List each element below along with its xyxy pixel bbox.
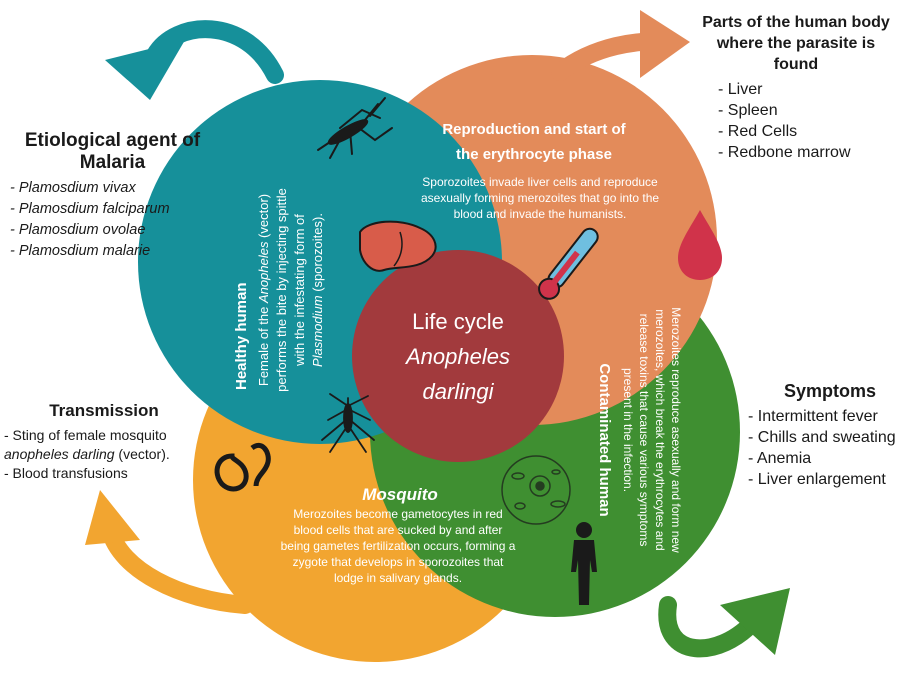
liver-icon [359, 220, 437, 272]
symptoms-title: Symptoms [784, 381, 877, 401]
body-part-item: - Red Cells [718, 123, 798, 140]
center-line3: darlingi [423, 379, 495, 404]
symptom-item: - Anemia [748, 450, 812, 467]
contaminated-title: Contaminated human [596, 363, 613, 516]
symptoms-list: - Intermittent fever - Chills and sweati… [748, 406, 922, 490]
cell-icon [501, 455, 571, 525]
center-circle [352, 250, 564, 462]
reproduction-title-line2: the erythrocyte phase [456, 146, 612, 163]
transmission-item-2: - Blood transfusions [4, 465, 128, 481]
parasite-icon [214, 442, 271, 492]
center-line2: Anopheles [404, 344, 510, 369]
mosquito-title: Mosquito [362, 485, 438, 504]
human-silhouette-icon [571, 522, 597, 605]
center-line1: Life cycle [412, 309, 504, 334]
reproduction-title-line1: Reproduction and start of [442, 121, 626, 138]
etiological-title-line2: Malaria [79, 152, 146, 173]
body-parts-title: Parts of the human body where the parasit… [676, 12, 916, 75]
contaminated-line3: release toxins that cause various sympto… [637, 314, 651, 547]
teal-arrow-icon [105, 20, 284, 100]
healthy-line3: with the infestating form of [292, 214, 307, 367]
body-parts-title-line3: found [773, 56, 819, 73]
mosquito-line2: blood cells that are sucked by and after [294, 523, 503, 537]
symptom-item: - Intermittent fever [748, 408, 878, 425]
etiological-title-line1: Etiological agent of [24, 130, 201, 151]
green-arrow-icon [658, 588, 790, 658]
thermometer-icon [538, 227, 599, 300]
mosquito-line5: lodge in salivary glands. [334, 571, 462, 585]
body-part-item: - Liver [718, 81, 763, 98]
healthy-line4-post: (sporozoites). [310, 213, 325, 295]
healthy-line4: Plasmodium (sporozoites). [310, 213, 325, 367]
healthy-line2: performs the bite by injecting spittle [274, 188, 289, 392]
symptom-item: - Liver enlargement [748, 471, 886, 488]
reproduction-body-line3: blood and invade the humanists. [454, 207, 627, 221]
healthy-line1-em: Anopheles [256, 241, 271, 304]
body-part-item: - Spleen [718, 102, 778, 119]
mosquito-icon [317, 97, 393, 159]
etiological-item: - Plamosdium ovolae [10, 222, 146, 238]
transmission-list: - Sting of female mosquito anopheles darl… [4, 426, 204, 483]
etiological-item: - Plamosdium vivax [10, 180, 136, 196]
transmission-block: Transmission - Sting of female mosquito a… [4, 400, 204, 483]
body-parts-block: Parts of the human body where the parasit… [676, 12, 916, 163]
etiological-item: - Plamosdium falciparum [10, 201, 170, 217]
transmission-item-1: - Sting of female mosquito anopheles darl… [4, 426, 204, 464]
mosquito-line4: zygote that develops in sporozoites that [293, 555, 504, 569]
symptom-item: - Chills and sweating [748, 429, 896, 446]
reproduction-body-line1: Sporozoites invade liver cells and repro… [422, 175, 658, 189]
blood-drop-icon [678, 210, 722, 280]
body-parts-title-line1: Parts of the human body [702, 14, 890, 31]
healthy-line1: Female of the Anopheles (vector) [256, 194, 271, 386]
contaminated-line2: merozoites, which break the erythrocytes… [653, 309, 667, 550]
etiological-list: - Plamosdium vivax - Plamosdium falcipar… [10, 178, 215, 262]
salmon-arrow-icon [551, 10, 690, 81]
yellow-arrow-icon [85, 490, 254, 614]
transmission-title: Transmission [49, 401, 159, 420]
contaminated-line4: present in the infection. [621, 368, 635, 492]
transmission-item1-text: - Sting of female mosquito [4, 427, 167, 443]
mosquito-small-icon [321, 393, 375, 453]
healthy-line1-pre: Female of the [256, 303, 271, 386]
contaminated-line1: Merozoites reproduce asexually and form … [669, 307, 683, 553]
body-parts-title-line2: where the parasite is [716, 35, 876, 52]
mosquito-line3: being gametes fertilization occurs, form… [281, 539, 516, 553]
transmission-item1-em: anopheles darling [4, 446, 115, 462]
body-part-item: - Redbone marrow [718, 144, 851, 161]
healthy-line1-post: (vector) [256, 194, 271, 242]
symptoms-block: Symptoms - Intermittent fever - Chills a… [748, 380, 922, 490]
transmission-item1-post: (vector). [114, 446, 170, 462]
mosquito-line1: Merozoites become gametocytes in red [293, 507, 502, 521]
reproduction-body-line2: asexually forming merozoites that go int… [421, 191, 659, 205]
healthy-line4-em: Plasmodium [310, 295, 325, 367]
healthy-title: Healthy human [233, 282, 250, 390]
body-parts-list: - Liver - Spleen - Red Cells - Redbone m… [718, 79, 916, 163]
etiological-item: - Plamosdium malarie [10, 243, 151, 259]
